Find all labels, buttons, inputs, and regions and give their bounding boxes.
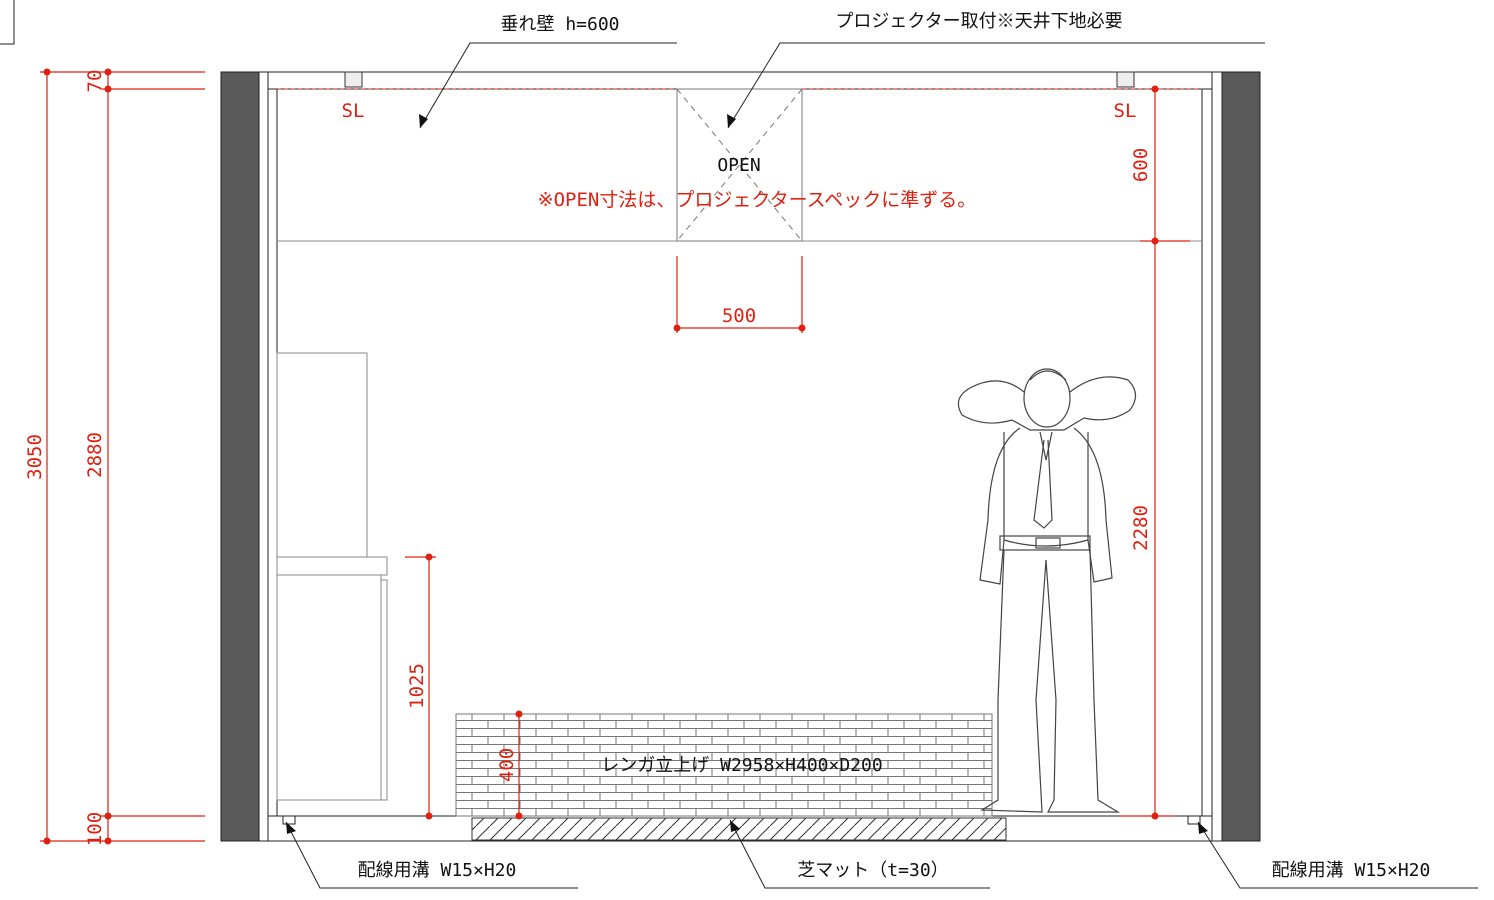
dim-floor-zone: 100 <box>84 812 106 846</box>
sl-left-label: SL <box>342 100 365 122</box>
wiring-groove-left <box>282 815 296 825</box>
left-wall <box>220 71 260 842</box>
sl-right-label: SL <box>1114 100 1137 122</box>
dim-room-height: 2880 <box>84 432 106 478</box>
projector-opening <box>676 88 803 242</box>
counter-cabinet <box>276 352 388 801</box>
dim-brick-height: 400 <box>496 748 518 782</box>
ceiling-light-left <box>344 71 363 88</box>
wiring-left-label: 配線用溝 W15×H20 <box>358 860 517 881</box>
open-note: ※OPEN寸法は、プロジェクタースペックに準ずる。 <box>538 189 977 211</box>
right-wall <box>1221 71 1261 842</box>
dim-clear-height: 2280 <box>1130 505 1152 551</box>
ceiling-light-right <box>1116 71 1135 88</box>
frame-corner <box>0 0 15 45</box>
person-figure <box>957 368 1137 813</box>
open-label: OPEN <box>717 155 760 176</box>
left-dimensions <box>40 68 205 845</box>
counter-dimension <box>405 553 436 820</box>
wiring-right-label: 配線用溝 W15×H20 <box>1272 860 1431 881</box>
hanging-wall-label: 垂れ壁 h=600 <box>500 14 619 35</box>
dim-total-height: 3050 <box>24 434 46 480</box>
wiring-groove-right <box>1187 815 1201 825</box>
right-dimensions <box>1120 85 1190 820</box>
dim-hanging-wall: 600 <box>1130 148 1152 182</box>
brick-label: レンガ立上げ W2958×H400×D200 <box>601 755 882 776</box>
brick-dimension <box>515 710 523 820</box>
dim-counter-height: 1025 <box>406 663 428 709</box>
dim-open-width: 500 <box>722 305 756 327</box>
projector-label: プロジェクター取付※天井下地必要 <box>835 11 1122 32</box>
brick-raise <box>455 713 993 817</box>
dim-ceiling-zone: 70 <box>84 70 106 93</box>
turf-label: 芝マット（t=30） <box>797 860 948 881</box>
